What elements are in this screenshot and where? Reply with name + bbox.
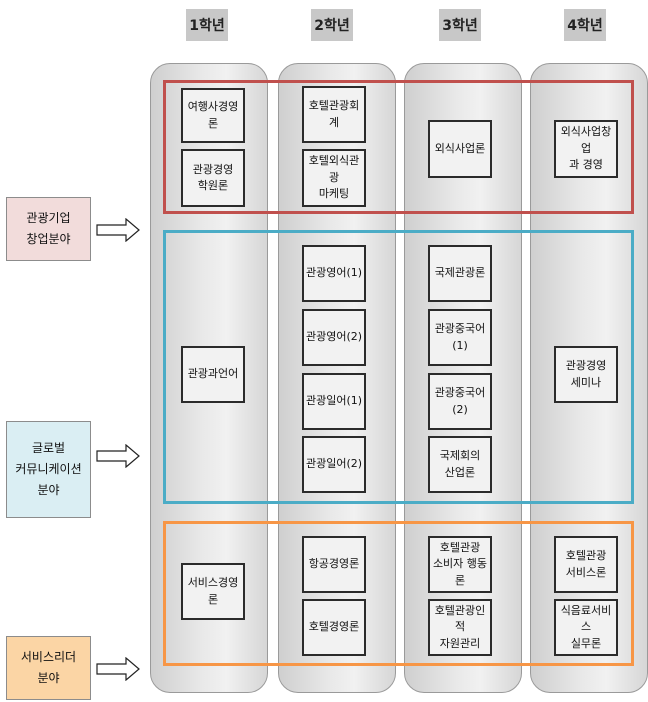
course-tourism-english-2: 관광영어(2) bbox=[302, 309, 366, 366]
year-header-2: 2학년 bbox=[311, 9, 353, 41]
course-tourism-chinese-2: 관광중국어(2) bbox=[428, 373, 492, 430]
course-food-beverage-service-practice: 식음료서비스 실무론 bbox=[554, 599, 618, 656]
field-label-service: 서비스리더 분야 bbox=[6, 636, 91, 700]
service-arrow-icon bbox=[96, 657, 140, 681]
course-hotel-tourism-service: 호텔관광 서비스론 bbox=[554, 536, 618, 593]
course-hotel-tourism-accounting: 호텔관광회계 bbox=[302, 86, 366, 143]
course-tourism-chinese-1: 관광중국어(1) bbox=[428, 309, 492, 366]
course-international-tourism: 국제관광론 bbox=[428, 245, 492, 302]
course-international-conference-industry: 국제회의 산업론 bbox=[428, 436, 492, 493]
global-field-band bbox=[163, 230, 634, 504]
year-header-1: 1학년 bbox=[186, 9, 228, 41]
course-food-business: 외식사업론 bbox=[428, 120, 492, 178]
startup-field-band bbox=[163, 80, 634, 214]
startup-arrow-icon bbox=[96, 218, 140, 242]
course-tourism-and-language: 관광과언어 bbox=[181, 346, 245, 403]
course-airline-management: 항공경영론 bbox=[302, 536, 366, 593]
course-human-resource-management: 호텔관광인적 자원관리 bbox=[428, 599, 492, 656]
course-consumer-behavior: 호텔관광 소비자 행동론 bbox=[428, 536, 492, 593]
course-food-business-startup: 외식사업창업 과 경영 bbox=[554, 120, 618, 178]
year-header-3: 3학년 bbox=[439, 9, 481, 41]
course-tourism-management-theory: 관광경영 학원론 bbox=[181, 149, 245, 207]
course-service-management: 서비스경영론 bbox=[181, 563, 245, 620]
course-travel-agency-management: 여행사경영론 bbox=[181, 88, 245, 143]
course-tourism-japanese-2: 관광일어(2) bbox=[302, 436, 366, 493]
service-field-band bbox=[163, 521, 634, 666]
year-header-4: 4학년 bbox=[564, 9, 606, 41]
course-hotel-management: 호텔경영론 bbox=[302, 599, 366, 656]
course-tourism-management-seminar: 관광경영 세미나 bbox=[554, 346, 618, 403]
course-tourism-japanese-1: 관광일어(1) bbox=[302, 373, 366, 430]
field-label-global: 글로벌 커뮤니케이션 분야 bbox=[6, 421, 91, 518]
course-tourism-english-1: 관광영어(1) bbox=[302, 245, 366, 302]
global-arrow-icon bbox=[96, 444, 140, 468]
field-label-startup: 관광기업 창업분야 bbox=[6, 197, 91, 261]
course-hotel-food-tourism-marketing: 호텔외식관광 마케팅 bbox=[302, 149, 366, 207]
